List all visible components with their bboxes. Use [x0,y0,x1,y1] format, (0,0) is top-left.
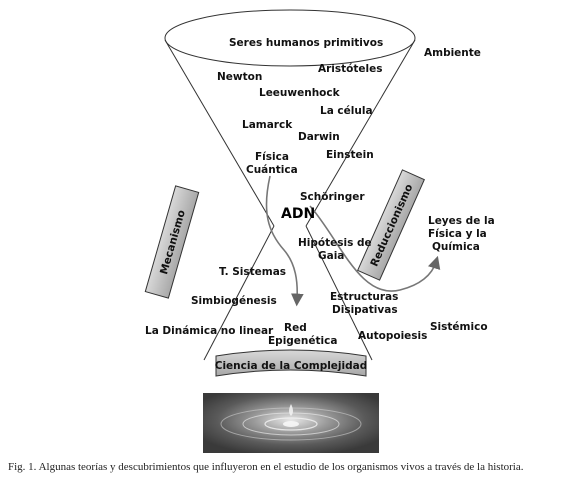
arrow-to-leyes [309,205,441,292]
label-fisica: Física [255,151,289,163]
label-lamarck: Lamarck [242,119,293,131]
label-adn: ADN [281,206,315,222]
label-dinamica: La Dinámica no linear [145,325,274,337]
label-epigenetica: Epigenética [268,335,337,347]
label-estructuras: Estructuras [330,291,398,303]
label-darwin: Darwin [298,131,340,143]
label-red: Red [284,322,307,334]
label-la-celula: La célula [320,105,373,117]
label-leeuwenhock: Leeuwenhock [259,87,341,99]
label-simbiogenesis: Simbiogénesis [191,295,277,307]
figure-caption: Fig. 1. Algunas teorías y descubrimiento… [8,461,524,473]
label-sistemico: Sistémico [430,321,488,333]
complejidad-banner: Ciencia de la Complejidad [215,349,368,377]
mecanismo-box: Mecanismo [144,185,200,299]
label-seres-humanos: Seres humanos primitivos [229,37,383,49]
label-leyes-1: Leyes de la [428,215,495,227]
label-ambiente: Ambiente [424,47,481,59]
complejidad-label: Ciencia de la Complejidad [215,360,368,372]
label-schoringer: Schöringer [300,191,365,203]
label-disipativas: Disipativas [332,304,398,316]
water-ripple-image [203,393,379,453]
label-newton: Newton [217,71,262,83]
funnel-right-edge [305,39,416,227]
label-hipotesis: Hipótesis de [298,237,372,249]
label-einstein: Einstein [326,149,374,161]
arrow-to-epigenetica [265,175,304,307]
label-aristoteles: Aristóteles [318,63,383,75]
label-gaia: Gaia [318,250,344,262]
label-cuantica: Cuántica [246,164,298,176]
top-ellipse [164,9,416,67]
funnel-left-edge [164,39,275,227]
cone-left-edge [203,225,275,361]
label-autopoiesis: Autopoiesis [358,330,427,342]
label-t-sistemas: T. Sistemas [219,266,286,278]
cone-right-edge [305,225,373,361]
label-leyes-2: Física y la [428,228,487,240]
label-leyes-3: Química [432,241,480,253]
reduccionismo-box: Reduccionismo [357,169,425,281]
